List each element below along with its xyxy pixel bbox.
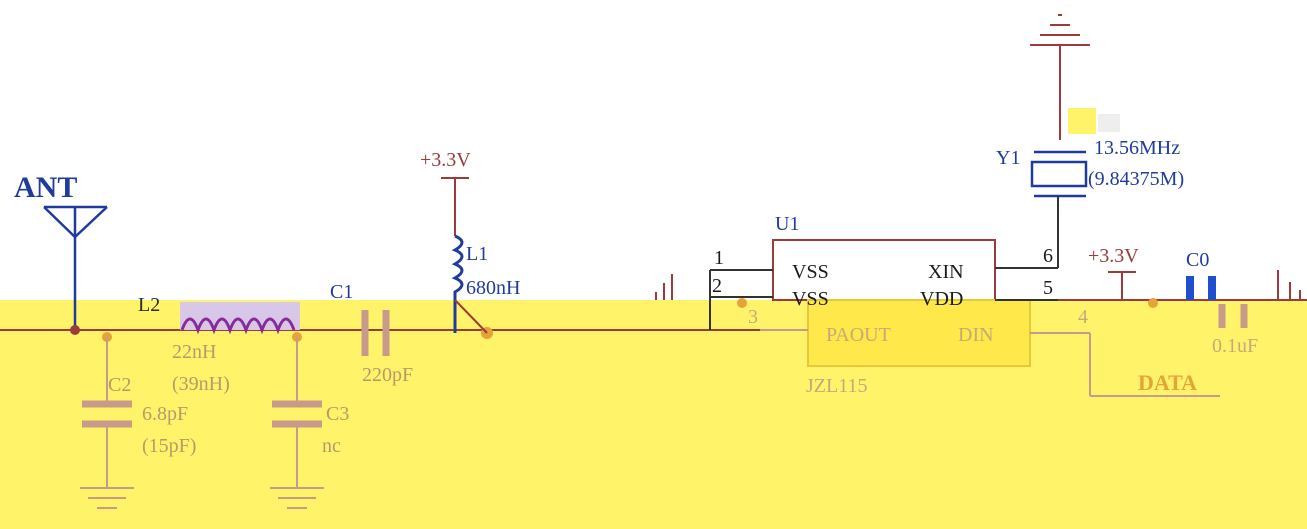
data-net-wire [1089, 333, 1220, 397]
ic-body-lower [807, 299, 1031, 367]
ic-pin-1-name: VSS [792, 261, 829, 283]
power-net-label-l1: +3.3V [420, 149, 471, 171]
c2-capacitor-icon [82, 337, 132, 488]
c3-capacitor-icon [272, 337, 322, 488]
l1-ref: L1 [466, 243, 488, 265]
c2-value: 6.8pF [142, 403, 188, 425]
c2-ref: C2 [108, 374, 131, 396]
junction-ant [70, 325, 80, 335]
l2-inductor-icon [180, 302, 300, 335]
junction-vss [737, 298, 747, 308]
c0-capacitor-lower-icon [1218, 304, 1248, 328]
c1-value: 220pF [362, 364, 413, 386]
power-symbol-l1 [441, 177, 469, 236]
ic-pin-5-name: VDD [920, 288, 963, 310]
crystal-jumbled-icon [1068, 108, 1120, 134]
crystal-icon [1030, 150, 1088, 198]
ic-pin-2-num: 2 [712, 275, 722, 297]
antenna-label: ANT [14, 171, 77, 204]
ic-pin-6-num: 6 [1043, 245, 1053, 267]
ic-pin-3-num: 3 [748, 306, 758, 328]
ic-pin-4-name: DIN [958, 324, 994, 346]
c0-capacitor-icon [1186, 276, 1216, 300]
power-symbol-vdd [1108, 271, 1136, 300]
ic-pin-4-num: 4 [1078, 306, 1088, 328]
l2-alt-value: (39nH) [172, 373, 230, 395]
c0-value: 0.1uF [1212, 335, 1258, 357]
vdd-right-stub-marks [1277, 270, 1301, 300]
l1-inductor-icon [451, 234, 464, 333]
l1-value: 680nH [466, 277, 520, 299]
data-net-label: DATA [1138, 370, 1197, 395]
power-net-label-vdd: +3.3V [1088, 245, 1139, 267]
ic-ref: U1 [775, 213, 799, 235]
ic-pin-3-name: PAOUT [826, 324, 891, 346]
l2-ref: L2 [138, 294, 160, 316]
antenna-icon [43, 205, 108, 330]
c3-ref: C3 [326, 403, 349, 425]
ic-pin-5-num: 5 [1043, 277, 1053, 299]
l2-value: 22nH [172, 341, 216, 363]
c3-value: nc [322, 435, 341, 457]
ground-icon-crystal [1030, 14, 1090, 140]
ic-pin-1-num: 1 [714, 247, 724, 269]
c0-ref: C0 [1186, 249, 1209, 271]
c1-capacitor-icon [361, 310, 390, 356]
ic-pin-2-name: VSS [792, 288, 829, 310]
ground-icon-c2 [80, 487, 134, 509]
l1-wire [454, 299, 488, 334]
ic-pin-6-name: XIN [928, 261, 964, 283]
ic-left-stub-marks [655, 274, 673, 300]
c2-alt-value: (15pF) [142, 435, 196, 457]
crystal-alt-frequency: (9.84375M) [1088, 168, 1184, 190]
ground-icon-c3 [270, 487, 324, 509]
c1-ref: C1 [330, 281, 353, 303]
ic-part-number: JZL115 [806, 375, 867, 397]
crystal-frequency: 13.56MHz [1094, 137, 1180, 159]
junction-vdd [1148, 298, 1158, 308]
crystal-ref: Y1 [996, 147, 1020, 169]
